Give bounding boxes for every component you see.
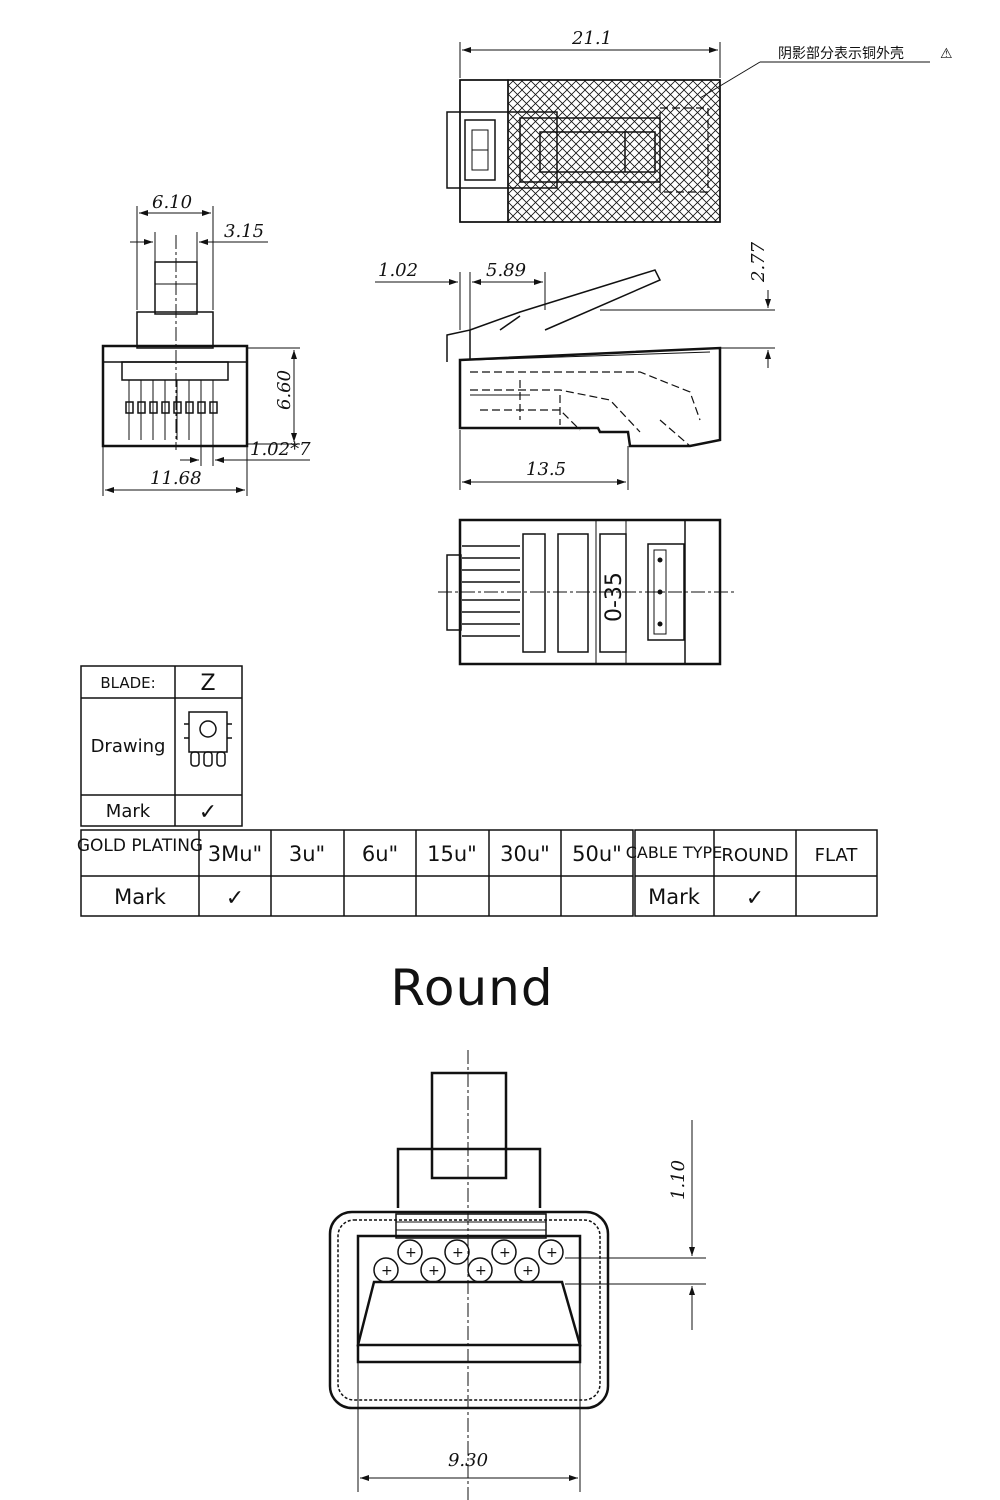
cable-option: FLAT — [815, 845, 859, 866]
plating-option: 50u" — [572, 842, 622, 866]
plating-option: 30u" — [500, 842, 550, 866]
svg-text:GOLD PLATING: GOLD PLATING — [77, 836, 203, 856]
dim-top-length: 21.1 — [571, 28, 612, 49]
blade-value: Z — [200, 671, 215, 696]
conductors-top-row: + + + + — [397, 1239, 564, 1265]
plating-mark-label: Mark — [114, 885, 167, 909]
plating-option: 3Mu" — [208, 842, 262, 866]
warning-icon: ⚠ — [940, 46, 953, 62]
svg-text:+: + — [405, 1245, 417, 1261]
bottom-contacts — [462, 545, 520, 637]
dim-front-width: 11.68 — [150, 468, 202, 489]
plating-table: GOLD PLATING 3Mu" 3u" 6u" 15u" 30u" 50u"… — [77, 829, 634, 917]
svg-text:+: + — [475, 1263, 487, 1279]
dim-front-latch: 3.15 — [224, 221, 264, 242]
svg-text:+: + — [452, 1245, 464, 1261]
blade-mark-label: Mark — [106, 801, 151, 822]
dim-round-width: 9.30 — [448, 1450, 488, 1471]
dim-side-height: 2.77 — [748, 241, 769, 283]
front-view: 6.10 3.15 — [101, 192, 311, 496]
blade-drawing-icon — [184, 711, 232, 767]
conductors-bottom-row: + + + + — [373, 1257, 540, 1283]
blade-mark-check: ✓ — [199, 800, 217, 825]
cable-mark: ✓ — [746, 886, 764, 911]
dim-round-height: 1.10 — [668, 1160, 689, 1200]
front-contacts — [125, 380, 218, 440]
dim-front-width-top: 6.10 — [152, 192, 192, 213]
cable-mark-label: Mark — [648, 885, 701, 909]
bottom-part-label: 0-35 — [602, 572, 627, 622]
blade-table: BLADE: Z Drawing Mark ✓ — [80, 665, 243, 827]
svg-text:+: + — [381, 1263, 393, 1279]
plating-header-label: GOLD PLATING — [77, 836, 203, 856]
dim-side-length: 13.5 — [526, 459, 566, 480]
svg-text:+: + — [546, 1245, 558, 1261]
cable-option: ROUND — [721, 845, 788, 866]
plating-option: 15u" — [427, 842, 477, 866]
plating-mark: ✓ — [226, 886, 244, 911]
dim-front-height: 6.60 — [274, 370, 295, 410]
shell-note: 阴影部分表示铜外壳 — [778, 45, 904, 62]
dim-front-pitch: 1.02*7 — [250, 439, 311, 460]
top-view: 21.1 阴影部分表示铜外壳 ⚠ — [446, 28, 953, 223]
svg-text:+: + — [428, 1263, 440, 1279]
blade-label: BLADE: — [100, 674, 155, 692]
plating-option: 3u" — [289, 842, 325, 866]
dim-side-latch: 5.89 — [486, 260, 526, 281]
cable-header-label: CABLE TYPE — [626, 843, 723, 862]
round-front-view: + + + + + + + + 1.10 9.30 — [328, 1050, 706, 1500]
drawing-label: Drawing — [91, 736, 166, 757]
section-title: Round — [390, 959, 553, 1017]
cable-table: CABLE TYPE ROUND FLAT Mark ✓ — [626, 829, 878, 917]
bottom-view: 0-35 — [438, 518, 735, 666]
svg-text:+: + — [499, 1245, 511, 1261]
plating-options: 3Mu" 3u" 6u" 15u" 30u" 50u" — [208, 842, 622, 866]
side-view: 1.02 5.89 2.77 13.5 — [375, 241, 775, 490]
plating-option: 6u" — [362, 842, 398, 866]
svg-text:+: + — [522, 1263, 534, 1279]
dim-side-offset: 1.02 — [378, 260, 418, 281]
